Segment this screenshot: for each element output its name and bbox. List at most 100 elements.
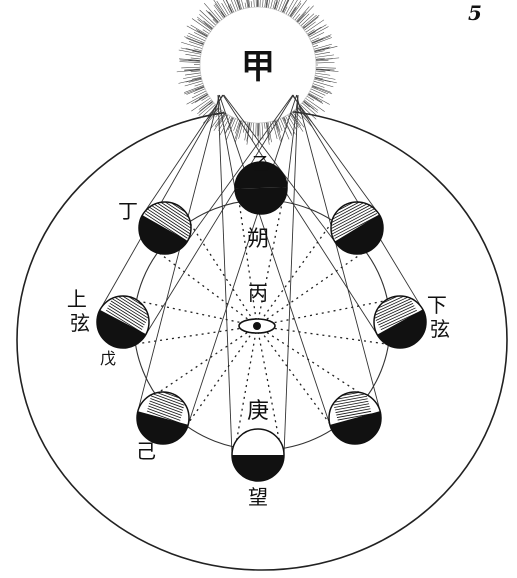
sun-ray bbox=[298, 13, 310, 25]
sun-ray bbox=[314, 46, 338, 53]
sun-ray bbox=[230, 0, 238, 15]
sun-ray bbox=[304, 19, 325, 34]
sun-ray bbox=[179, 61, 202, 63]
sun-ray bbox=[178, 49, 202, 55]
sun-ray bbox=[311, 35, 331, 44]
sun-ray bbox=[235, 120, 242, 143]
sun-ray bbox=[199, 9, 217, 26]
sun-ray bbox=[290, 3, 302, 19]
sunlight-line bbox=[187, 94, 298, 425]
sun-ray bbox=[197, 19, 214, 32]
page-mark: 5 bbox=[468, 1, 482, 25]
sun-ray bbox=[179, 59, 201, 62]
new-moon-label: 朔 bbox=[247, 227, 269, 252]
sun-ray bbox=[237, 0, 241, 10]
sunlight-line bbox=[142, 94, 224, 216]
sun-ray bbox=[191, 18, 211, 32]
sun-ray bbox=[248, 0, 251, 10]
sunlight-line bbox=[217, 94, 236, 189]
sight-line bbox=[256, 297, 400, 327]
moon-group bbox=[87, 161, 436, 482]
sun-ray bbox=[301, 15, 320, 30]
sun-ray bbox=[237, 0, 241, 11]
sun-ray bbox=[191, 97, 212, 112]
moon-ding bbox=[129, 192, 198, 264]
sight-lines bbox=[122, 187, 401, 456]
sun-ray bbox=[184, 68, 202, 71]
moon-ji bbox=[131, 388, 190, 450]
sun-ray bbox=[246, 121, 250, 142]
sun-ray bbox=[312, 85, 332, 93]
sun-ray bbox=[184, 85, 205, 95]
sun-ray bbox=[294, 109, 302, 119]
last-quarter-label: 下 弦 bbox=[427, 293, 453, 341]
sun-ray bbox=[269, 0, 273, 11]
moon-last-quarter bbox=[369, 291, 436, 358]
sun-ray bbox=[227, 117, 235, 131]
sun-ray bbox=[221, 3, 230, 17]
sight-line bbox=[256, 325, 372, 402]
moon-crescent-right bbox=[322, 195, 393, 264]
sun-ray bbox=[238, 119, 242, 128]
sun-ray bbox=[180, 47, 203, 53]
sun-ray bbox=[176, 69, 201, 73]
sun-ray bbox=[266, 122, 270, 141]
sight-line bbox=[256, 325, 283, 455]
sun-ray bbox=[301, 102, 318, 117]
sight-line bbox=[256, 325, 340, 436]
sun-ray bbox=[288, 6, 296, 18]
sight-line bbox=[256, 244, 375, 327]
sun-ray bbox=[213, 0, 226, 18]
sun-ray bbox=[226, 0, 234, 13]
sun-ray bbox=[184, 36, 206, 46]
sun-ray bbox=[205, 107, 221, 126]
sun-ray bbox=[200, 103, 216, 119]
moon-label-wu: 戊 bbox=[100, 349, 116, 368]
sun-ray bbox=[295, 104, 312, 122]
sun-ray bbox=[312, 77, 331, 83]
sun-ray bbox=[199, 100, 214, 112]
sight-line bbox=[256, 210, 341, 327]
sun-ray bbox=[305, 97, 325, 112]
sun-ray bbox=[292, 0, 307, 19]
full-moon-label: 望 bbox=[248, 485, 268, 509]
sun-ray bbox=[203, 20, 215, 30]
sun-ray bbox=[303, 99, 319, 111]
sun-ray bbox=[203, 2, 221, 22]
sun-ray bbox=[208, 11, 220, 24]
sun-ray bbox=[308, 31, 316, 37]
sun-ray bbox=[259, 120, 261, 141]
sun-ray bbox=[294, 6, 310, 24]
sun-ray bbox=[191, 90, 208, 99]
sun-ray bbox=[199, 14, 215, 28]
sun-ray bbox=[282, 116, 293, 136]
sun-ray bbox=[186, 25, 208, 38]
sun-disc bbox=[199, 6, 317, 124]
sun-ray bbox=[191, 76, 203, 80]
sun-ray bbox=[247, 0, 250, 8]
sun-ray bbox=[281, 0, 289, 14]
sun-ray bbox=[273, 0, 278, 10]
sun-ray bbox=[198, 101, 216, 116]
sun-ray bbox=[274, 120, 279, 130]
sun-ray bbox=[265, 0, 268, 8]
sun-ray bbox=[178, 77, 202, 84]
sunlight-line bbox=[219, 94, 331, 426]
sun-ray bbox=[304, 21, 316, 31]
sun-label: 甲 bbox=[241, 47, 275, 87]
sun-ray bbox=[188, 59, 201, 62]
sun-ray bbox=[314, 57, 325, 60]
sun-ray bbox=[280, 0, 286, 12]
sun-ray bbox=[306, 24, 327, 37]
sun-ray bbox=[192, 50, 202, 54]
sun-ray bbox=[289, 111, 304, 132]
sun-ray bbox=[262, 0, 264, 10]
sight-line bbox=[233, 325, 258, 456]
sun-ray bbox=[181, 42, 205, 50]
sun-ray bbox=[190, 24, 211, 37]
sun-ray bbox=[219, 114, 232, 136]
sun-ray bbox=[265, 121, 270, 145]
sun-ray bbox=[198, 99, 212, 110]
sun-ray bbox=[238, 120, 244, 139]
sun-ray bbox=[202, 29, 210, 35]
